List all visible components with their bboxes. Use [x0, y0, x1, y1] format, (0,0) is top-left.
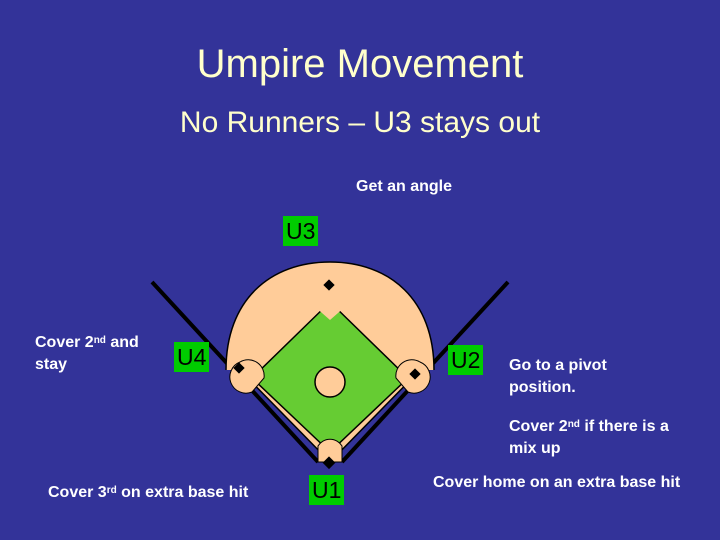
umpire-u1-badge: U1 — [309, 475, 345, 505]
umpire-u2-badge: U2 — [448, 345, 484, 375]
home-plate — [322, 456, 336, 470]
third-base — [233, 362, 245, 374]
slide-subtitle: No Runners – U3 stays out — [179, 106, 541, 139]
second-base — [323, 279, 335, 291]
slide-title: Umpire Movement — [196, 42, 524, 86]
u2-pivot-note: Go to a pivot position. — [509, 357, 607, 396]
u2-cover-note: Cover 2nd if there is a mix up — [509, 418, 669, 457]
u4-note: Cover 2nd and stay — [35, 334, 139, 373]
u1-third-note: Cover 3rd on extra base hit — [48, 484, 249, 501]
second-base-cutout — [314, 290, 346, 320]
home-plate-area — [317, 438, 343, 463]
first-base — [409, 368, 421, 380]
pitchers-mound — [314, 366, 346, 398]
home-note: Cover home on an extra base hit — [433, 474, 681, 491]
angle-note: Get an angle — [356, 178, 453, 195]
umpire-u4-badge: U4 — [174, 342, 210, 372]
umpire-u3-badge: U3 — [283, 216, 319, 246]
